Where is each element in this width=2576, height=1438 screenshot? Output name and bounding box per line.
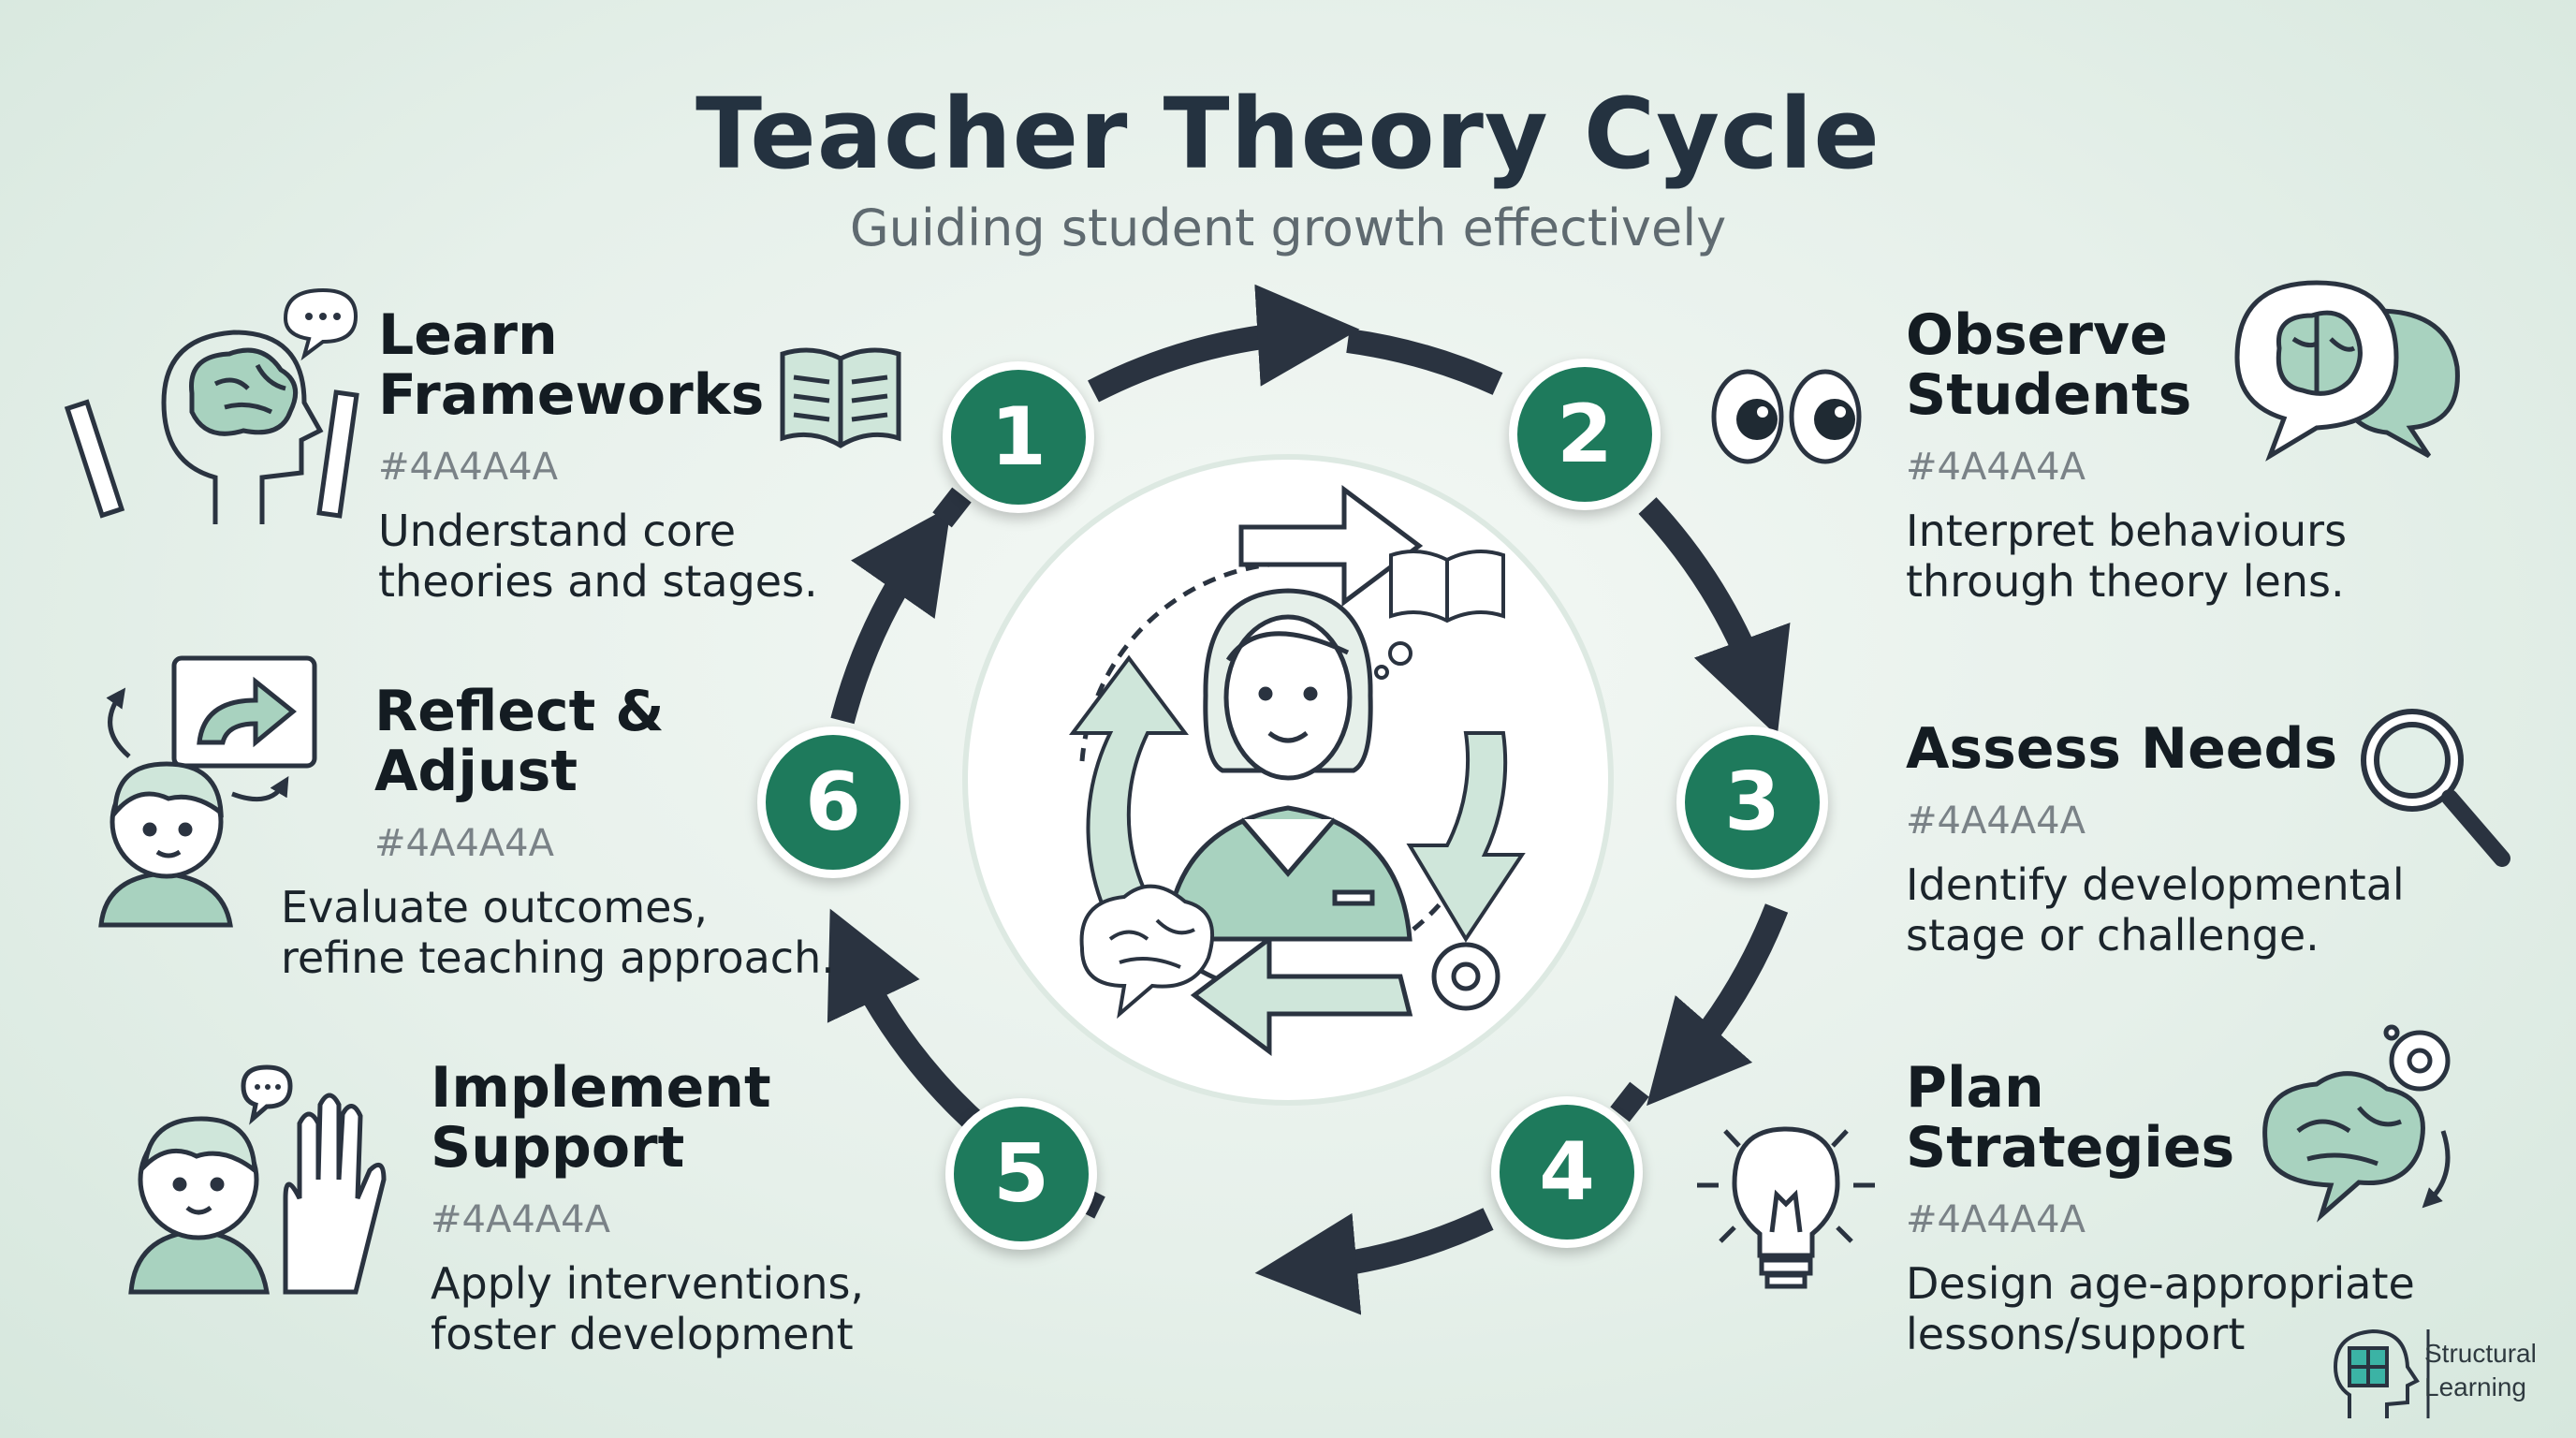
step-1-text: Learn Frameworks #4A4A4A Understand core…: [378, 305, 818, 607]
step-5-color-code: #4A4A4A: [431, 1198, 610, 1241]
arrow-6-to-1: [830, 506, 952, 725]
step-3-text: Assess Needs #4A4A4A Identify developmen…: [1906, 719, 2405, 961]
brain-gears-icon: [2262, 1024, 2451, 1223]
step-3-title: Assess Needs: [1906, 716, 2338, 782]
logo-text[interactable]: Structural Learning: [2424, 1339, 2537, 1401]
step-6-color-code: #4A4A4A: [374, 822, 554, 865]
step-number-3[interactable]: 3: [1676, 726, 1828, 878]
arrow-dash: [932, 487, 972, 528]
step-3-color-code: #4A4A4A: [1906, 800, 2086, 843]
teacher-icon: [1164, 588, 1412, 942]
step-2-color-code: #4A4A4A: [1906, 446, 2086, 489]
arrow-2-to-3: [1638, 497, 1791, 737]
step-5-title: Implement Support: [431, 1055, 771, 1181]
brain-speech-bubble-icon: [2234, 280, 2460, 462]
arrow-4-to-5: [1254, 1208, 1494, 1315]
step-2-title: Observe Students: [1906, 302, 2192, 428]
page-title: Teacher Theory Cycle: [695, 77, 1881, 191]
page-subtitle: Guiding student growth effectively: [849, 198, 1727, 257]
step-5-text: Implement Support #4A4A4A Apply interven…: [431, 1058, 864, 1359]
step-4-color-code: #4A4A4A: [1906, 1198, 2086, 1241]
arrow-1-to-2: [1088, 284, 1360, 403]
magnifier-icon: [2361, 709, 2510, 867]
brain-icon: [1079, 884, 1215, 1020]
open-book-icon: [780, 347, 901, 448]
child-raised-hand-icon: [128, 1064, 387, 1295]
arrow-dash: [1610, 1081, 1649, 1123]
head-puzzle-logo-icon: [2333, 1328, 2430, 1418]
step-5-description: Apply interventions, foster development: [431, 1258, 865, 1359]
arrow-3-to-4: [1647, 903, 1789, 1107]
step-4-description: Design age-appropriate lessons/support: [1906, 1258, 2415, 1359]
step-6-text: Reflect & Adjust #4A4A4A Evaluate outcom…: [281, 682, 835, 983]
step-1-color-code: #4A4A4A: [378, 446, 558, 489]
step-4-text: Plan Strategies #4A4A4A Design age-appro…: [1906, 1058, 2415, 1359]
step-number-4[interactable]: 4: [1491, 1096, 1643, 1248]
arrow-2-gap: [1346, 329, 1503, 395]
step-3-description: Identify developmental stage or challeng…: [1906, 859, 2405, 961]
step-number-6[interactable]: 6: [757, 726, 909, 878]
book-icon: [1389, 550, 1505, 624]
gear-icon: [1431, 942, 1500, 1011]
step-number-1[interactable]: 1: [943, 361, 1094, 513]
step-2-description: Interpret behaviours through theory lens…: [1906, 506, 2348, 607]
step-number-2[interactable]: 2: [1509, 359, 1661, 510]
step-1-title: Learn Frameworks: [378, 302, 765, 428]
eyes-icon: [1711, 369, 1862, 464]
lightbulb-icon: [1697, 1126, 1875, 1289]
head-with-brain-icon: [64, 287, 359, 524]
step-number-5[interactable]: 5: [945, 1098, 1097, 1250]
step-2-text: Observe Students #4A4A4A Interpret behav…: [1906, 305, 2347, 607]
step-1-description: Understand core theories and stages.: [378, 506, 818, 607]
child-arrow-board-icon: [98, 655, 317, 928]
center-teacher-illustration: [962, 454, 1614, 1106]
step-6-title: Reflect & Adjust: [374, 679, 665, 804]
step-6-description: Evaluate outcomes, refine teaching appro…: [281, 882, 835, 983]
step-4-title: Plan Strategies: [1906, 1055, 2235, 1181]
